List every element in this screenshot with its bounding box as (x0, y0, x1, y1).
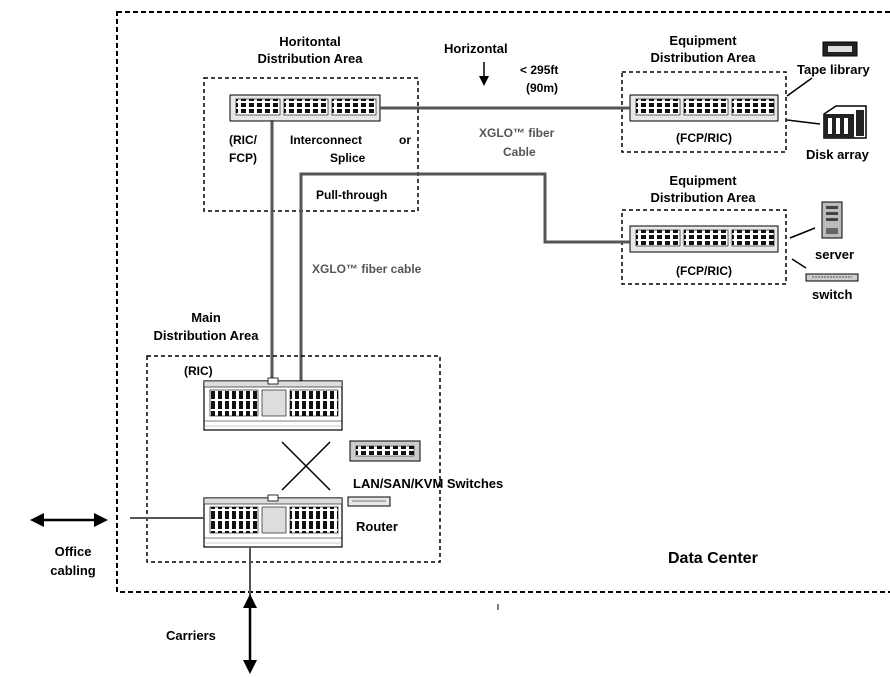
fiber-cable-1-line2: Cable (503, 145, 536, 159)
mda-title-line1: Main (191, 310, 221, 325)
office-cabling-arrow-icon (30, 513, 108, 527)
server-link (789, 227, 816, 239)
hda-pull-through: Pull-through (316, 188, 387, 202)
hda-title-line2: Distribution Area (258, 51, 364, 66)
disk-array-icon (823, 105, 867, 139)
office-cabling-line1: Office (55, 544, 92, 559)
server-icon (821, 201, 843, 239)
eda1-title-line2: Distribution Area (651, 50, 757, 65)
lan-san-kvm-switch-icon (349, 440, 421, 462)
carriers-arrow-icon (243, 594, 257, 674)
hda-patch-panel (229, 94, 381, 122)
hda-splice: Splice (330, 151, 366, 165)
eda2-title-line2: Distribution Area (651, 190, 757, 205)
hda-interconnect: Interconnect (290, 133, 362, 147)
mda-boundary (146, 355, 441, 563)
disk-array-link (786, 119, 821, 125)
eda2-title-line1: Equipment (669, 173, 737, 188)
switch-icon (805, 273, 859, 282)
hda-boundary (203, 77, 419, 212)
mda-bottom-rack (203, 494, 343, 548)
fiber-cable-mda-to-eda2 (299, 172, 630, 382)
cross-connect-icon (281, 441, 331, 491)
horizontal-label: Horizontal (444, 41, 508, 56)
eda1-boundary (621, 71, 787, 153)
eda1-panel-label: (FCP/RIC) (676, 131, 732, 145)
hda-or: or (399, 133, 411, 147)
hda-ric-line2: FCP) (229, 151, 257, 165)
tape-library-icon (822, 41, 858, 57)
data-center-boundary (116, 11, 890, 593)
switch-link (791, 258, 807, 269)
hda-ric-line1: (RIC/ (229, 133, 258, 147)
carriers-label: Carriers (166, 628, 216, 643)
hda-title-line1: Horitontal (279, 34, 340, 49)
distance-line1: < 295ft (520, 63, 558, 77)
switches-label: LAN/SAN/KVM Switches (353, 476, 503, 491)
mda-ric-label: (RIC) (184, 364, 213, 378)
mda-top-rack (203, 377, 343, 431)
disk-array-label: Disk array (806, 147, 870, 162)
server-label: server (815, 247, 854, 262)
eda1-patch-panel (629, 94, 779, 122)
tape-library-link (786, 77, 813, 97)
switch-label: switch (812, 287, 853, 302)
down-arrow-icon (479, 62, 489, 86)
office-cabling-line2: cabling (50, 563, 96, 578)
eda2-panel-label: (FCP/RIC) (676, 264, 732, 278)
fiber-cable-2-label: XGLO™ fiber cable (312, 262, 422, 276)
data-center-label: Data Center (668, 550, 758, 567)
router-label: Router (356, 519, 398, 534)
fiber-cable-1-line1: XGLO™ fiber (479, 126, 555, 140)
eda1-title-line1: Equipment (669, 33, 737, 48)
router-icon (347, 496, 391, 507)
tape-library-label: Tape library (797, 62, 871, 77)
mda-title-line2: Distribution Area (154, 328, 260, 343)
eda2-patch-panel (629, 225, 779, 253)
distance-line2: (90m) (526, 81, 558, 95)
